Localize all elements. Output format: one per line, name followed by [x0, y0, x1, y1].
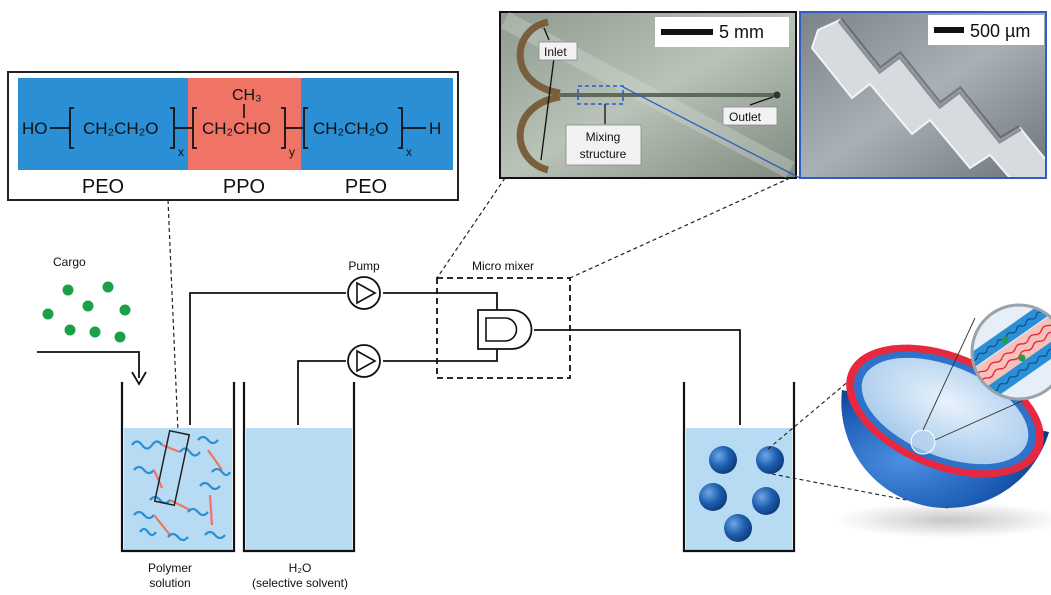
subscript-y: y: [289, 145, 295, 159]
chain-zoom-box: [153, 429, 191, 507]
inlet-channel-top: [516, 18, 561, 97]
cargo-particle: [119, 304, 131, 316]
water-beaker: H₂O (selective solvent): [242, 382, 356, 590]
water-label-line2: (selective solvent): [252, 576, 348, 590]
leader-photo-to-mixer-left: [436, 177, 506, 279]
inlet-channel-bottom: [516, 93, 561, 174]
cargo-particle: [42, 308, 54, 320]
product-beaker-walls: [682, 382, 796, 553]
peo-block-left: [18, 78, 188, 170]
polymer-label-line2: solution: [149, 576, 190, 590]
pump-top: [347, 276, 381, 310]
ppo-repeat-unit: CH₂CHO: [202, 119, 271, 138]
outlet-label-box: [722, 106, 778, 126]
mixing-structure-highlight: [577, 85, 624, 105]
peo-block-right: [301, 78, 453, 170]
water-beaker-walls: [242, 382, 356, 553]
cargo-particle: [64, 324, 76, 336]
cargo-particle: [89, 326, 101, 338]
hydrogen-end: H: [429, 119, 441, 138]
tube-pump-bottom-to-mixer: [383, 349, 498, 362]
product-beaker: [682, 382, 796, 553]
cargo-particle: [102, 281, 114, 293]
zoom-link-photo-to-sem: [622, 86, 801, 179]
micelle-sphere: [752, 487, 780, 515]
pump-bottom: [347, 344, 381, 378]
encapsulated-cargo: [1018, 354, 1026, 362]
micelle-sphere: [724, 514, 752, 542]
tube-mixer-to-beaker: [534, 329, 741, 425]
leader-photo-to-mixer-right: [569, 177, 791, 279]
polymer-label-line1: Polymer: [148, 561, 192, 575]
micelle-sphere: [699, 483, 727, 511]
block-label-peo-right: PEO: [345, 176, 387, 198]
photo-scale-bar: [661, 29, 713, 35]
subscript-x-left: x: [178, 145, 184, 159]
micelle-sphere: [756, 446, 784, 474]
tube-polymer-to-pump: [189, 292, 346, 425]
polymer-beaker-walls: [120, 382, 236, 553]
bracket-ppo: [192, 107, 197, 149]
subscript-x-right: x: [406, 145, 412, 159]
methyl-group: CH₃: [232, 87, 262, 104]
micelle-sphere: [709, 446, 737, 474]
ppo-block: [188, 78, 301, 170]
copolymer-structure-panel: HO CH₂CH₂O x CH₂CHO CH₃ y CH₂CH₂O x H PE…: [7, 71, 459, 201]
micro-mixer: Micro mixer: [436, 259, 571, 379]
cutaway-shadow: [835, 502, 1051, 538]
cargo-label: Cargo: [53, 255, 86, 269]
sem-scale-bar: [934, 27, 964, 33]
tube-water-to-pump: [297, 360, 346, 425]
cargo-group: Cargo: [37, 255, 147, 386]
tube-pump-top-to-mixer: [383, 292, 498, 310]
leader-copolymer-to-beaker: [167, 199, 179, 433]
peo-repeat-unit-left: CH₂CH₂O: [83, 119, 159, 138]
bracket-peo-left: [69, 107, 74, 149]
mixing-label-line1: Mixing: [586, 130, 621, 144]
block-label-ppo: PPO: [223, 176, 265, 198]
polymer-beaker: Polymer solution: [120, 382, 236, 590]
mixing-label-line2: structure: [580, 147, 627, 161]
sem-scale-label: 500 µm: [970, 21, 1030, 41]
inlet-label: Inlet: [544, 45, 567, 59]
photo-scale-label: 5 mm: [719, 22, 764, 42]
sem-image: 500 µm: [799, 11, 1047, 179]
cargo-particle: [62, 284, 74, 296]
hydroxyl-end: HO: [22, 119, 48, 138]
cargo-particle: [82, 300, 94, 312]
pump-label: Pump: [348, 259, 380, 273]
cargo-particle: [114, 331, 126, 343]
membrane-zoom-circle: [970, 303, 1051, 401]
micro-mixer-label: Micro mixer: [472, 259, 534, 273]
inlet-label-box: [538, 41, 578, 61]
polymer-chains: [131, 435, 231, 542]
mixing-label-box: [565, 124, 642, 166]
peo-repeat-unit-right: CH₂CH₂O: [313, 119, 389, 138]
bracket-peo-right: [303, 107, 308, 149]
water-label-line1: H₂O: [289, 561, 312, 575]
outlet-label: Outlet: [729, 110, 762, 124]
block-label-peo-left: PEO: [82, 176, 124, 198]
cutaway-zoom-spot: [910, 429, 936, 455]
tubing: [189, 292, 741, 425]
encapsulated-cargo: [1001, 336, 1009, 344]
leader-sphere-to-cutaway-top: [767, 347, 889, 450]
cargo-arrow: [37, 351, 140, 378]
